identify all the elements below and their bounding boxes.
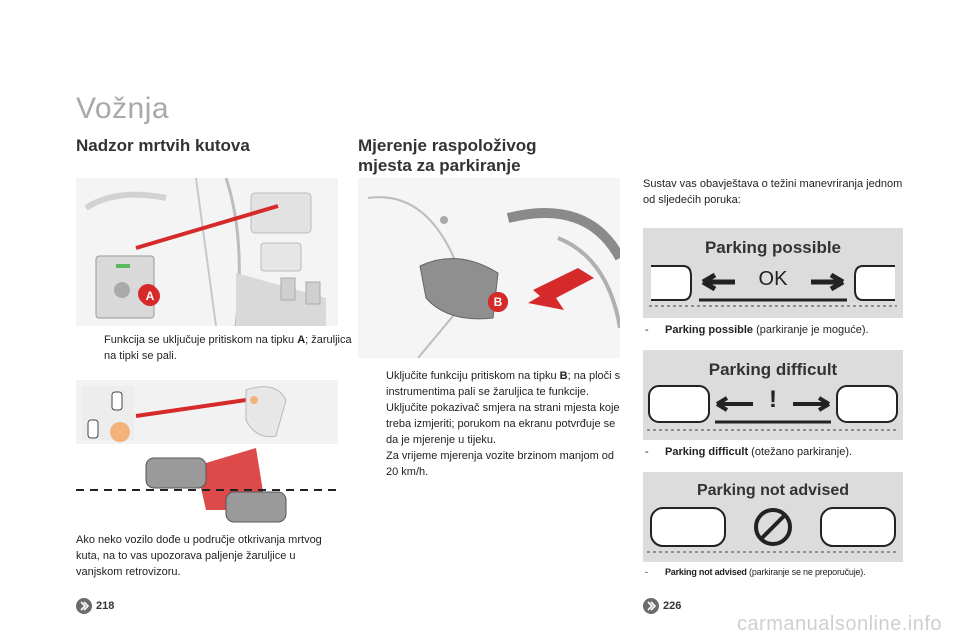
- page-ref-icon: [76, 598, 92, 614]
- button-b-label: B: [488, 292, 508, 312]
- message-panel-possible: Parking possible OK: [643, 228, 903, 318]
- page-ref-218[interactable]: 218: [76, 598, 114, 614]
- blind-spot-description: Ako neko vozilo dođe u područje otkrivan…: [76, 534, 322, 578]
- message-caption-difficult: - Parking difficult (otežano parkiranje)…: [645, 446, 853, 458]
- parking-button-illustration: [358, 178, 620, 358]
- parking-possible-diagram: [649, 265, 897, 307]
- parking-bullet-3: Za vrijeme mjerenja vozite brzinom manjo…: [386, 450, 615, 478]
- blind-spot-heading: Nadzor mrtvih kutova: [76, 136, 250, 155]
- message-symbol-warning: !: [769, 386, 777, 413]
- message-panel-not-advised: Parking not advised: [643, 472, 903, 562]
- message-symbol-ok: OK: [758, 268, 788, 290]
- blind-spot-detection-illustration: [76, 380, 338, 523]
- parking-difficult-diagram: [647, 385, 899, 431]
- blind-spot-button-illustration: [76, 178, 338, 326]
- message-caption-possible: - Parking possible (parkiranje je moguće…: [645, 324, 869, 336]
- watermark: carmanualsonline.info: [736, 613, 942, 635]
- message-panel-title: Parking possible: [704, 238, 842, 257]
- parking-bullets: Uključite funkciju pritiskom na tipku B;…: [362, 368, 624, 480]
- page-title: Vožnja: [76, 92, 170, 125]
- parking-not-advised-diagram: [647, 507, 899, 553]
- button-a-label: A: [140, 286, 160, 306]
- blind-spot-bullet: Funkcija se uključuje pritiskom na tipku…: [104, 334, 352, 362]
- message-caption-not-advised: - Parking not advised (parkiranje se ne …: [645, 567, 866, 577]
- page-ref-226[interactable]: 226: [643, 598, 681, 614]
- parking-bullet-2: Uključite pokazivač smjera na strani mje…: [386, 402, 620, 446]
- prohibited-icon: [754, 508, 792, 546]
- parking-intro: Sustav vas obavještava o težini manevrir…: [643, 178, 903, 206]
- message-panel-difficult: Parking difficult !: [643, 350, 903, 440]
- message-panel-title: Parking difficult: [708, 360, 838, 379]
- page-ref-icon: [643, 598, 659, 614]
- message-panel-title: Parking not advised: [696, 482, 850, 499]
- parking-bullet-1: Uključite funkciju pritiskom na tipku B;…: [386, 370, 621, 398]
- parking-heading: Mjerenje raspoloživog mjesta za parkiran…: [358, 136, 537, 175]
